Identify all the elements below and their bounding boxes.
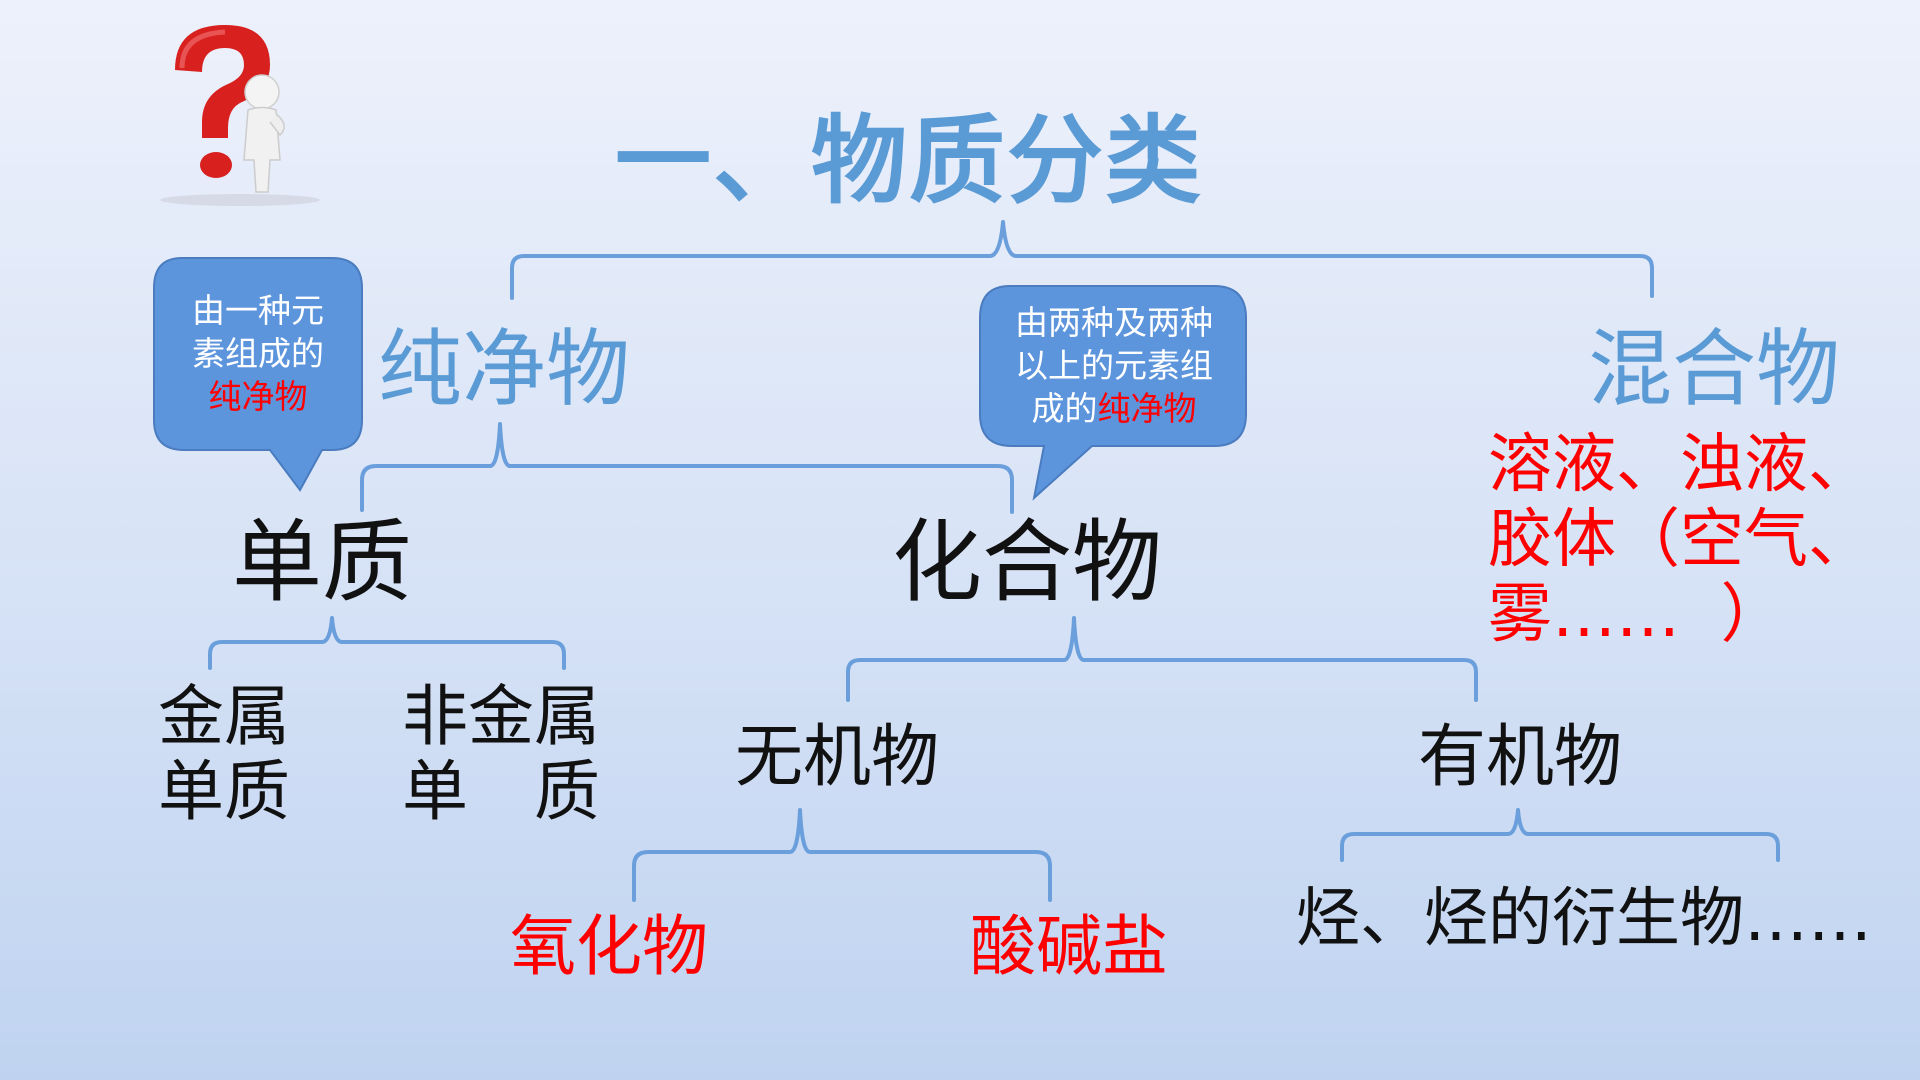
callout-compound-definition: 由两种及两种 以上的元素组 成的纯净物 [990, 302, 1238, 431]
bracket-pure [360, 422, 1014, 514]
callout-element-line2: 素组成的 [192, 333, 324, 373]
bracket-organic [1340, 808, 1780, 862]
bracket-compound [846, 616, 1478, 702]
question-mark-person-icon [160, 25, 320, 206]
node-pure-substance: 纯净物 [378, 320, 631, 418]
node-metal-element: 金属 单质 [158, 678, 290, 830]
node-acid-base-salt: 酸碱盐 [970, 908, 1168, 985]
callout-compound-shape [979, 285, 1247, 501]
node-organic: 有机物 [1418, 718, 1623, 797]
callout-element-shape [153, 257, 363, 492]
callout-compound-line1: 由两种及两种 [1015, 303, 1213, 342]
callout-compound-highlight: 纯净物 [1097, 388, 1197, 428]
callout-element-line1: 由一种元 [192, 291, 324, 330]
node-inorganic: 无机物 [735, 718, 940, 797]
node-mixture: 混合物 [1588, 320, 1841, 418]
bracket-inorganic [632, 808, 1052, 902]
node-oxide: 氧化物 [510, 908, 708, 985]
callout-compound-line2: 以上的元素组 [1015, 345, 1213, 385]
bracket-element [208, 616, 566, 670]
page-title: 一、物质分类 [615, 105, 1203, 217]
node-compound: 化合物 [892, 510, 1162, 615]
callout-element-definition: 由一种元 素组成的 纯净物 [160, 290, 356, 419]
callout-compound-prefix: 成的 [1031, 388, 1098, 428]
callout-element-highlight: 纯净物 [208, 376, 308, 416]
node-hydrocarbon: 烃、烃的衍生物…… [1296, 882, 1872, 956]
node-nonmetal-element: 非金属 单 质 [402, 678, 600, 830]
bracket-top [510, 220, 1654, 300]
node-mixture-examples: 溶液、浊液、 胶体（空气、 雾…… ） [1488, 428, 1872, 652]
node-element-substance: 单质 [232, 510, 412, 615]
callout-compound-line3: 成的纯净物 [990, 388, 1238, 431]
